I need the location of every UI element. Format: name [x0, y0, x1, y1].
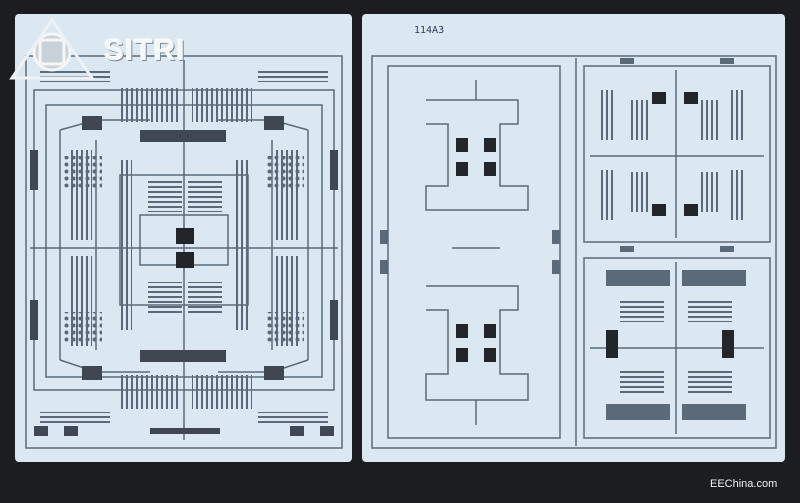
- right-die-circuit: [371, 55, 777, 449]
- die-label: 114A3: [414, 25, 445, 36]
- left-die-vertical-traces: [70, 88, 298, 409]
- left-die-horizontal-traces: [40, 70, 328, 424]
- left-die-contact-arrays: [64, 156, 304, 344]
- logo-wordmark: SITRI: [104, 34, 186, 67]
- right-die-pads: [456, 92, 734, 362]
- left-die-circuit: [25, 55, 343, 449]
- right-die-edge-pads: [380, 58, 734, 274]
- left-die-pads: [30, 116, 338, 436]
- logo-emblem: [9, 17, 95, 80]
- right-die-traces: [600, 90, 746, 420]
- watermark: EEChina.com: [710, 478, 778, 490]
